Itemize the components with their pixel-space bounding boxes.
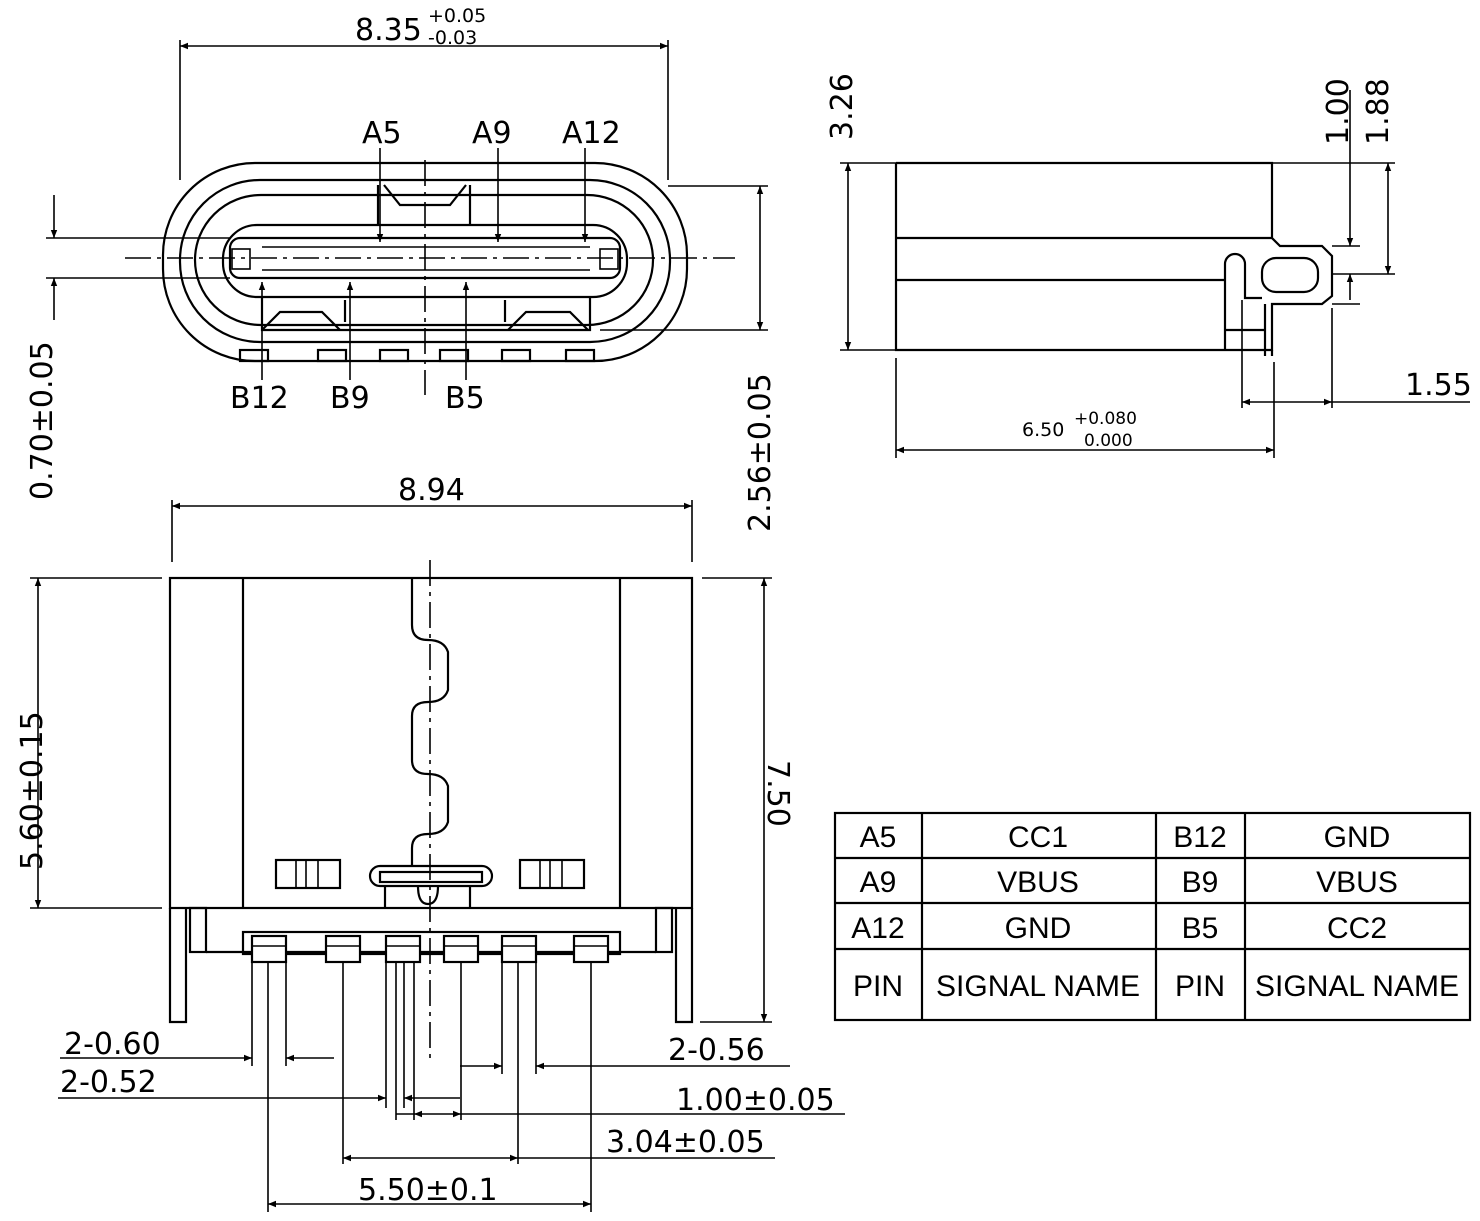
top-dim-span1: 3.04±0.05 — [606, 1125, 765, 1160]
header-signal-b: SIGNAL NAME — [1255, 970, 1459, 1003]
cell-pin-a: A9 — [860, 866, 897, 899]
side-dim-a: 1.00 — [1321, 78, 1356, 145]
cell-sig-b: VBUS — [1316, 866, 1398, 899]
front-view: 8.35 +0.05 -0.03 A5 A9 A12 B12 B9 B5 0.7… — [25, 5, 778, 532]
front-dim-right: 2.56±0.05 — [743, 373, 778, 532]
pin-label-b5: B5 — [445, 381, 485, 416]
front-dim-left: 0.70±0.05 — [25, 341, 60, 500]
side-view: 3.26 1.00 1.88 1.55 6.50 +0.080 0.000 — [825, 73, 1472, 458]
cell-sig-b: GND — [1324, 821, 1391, 854]
side-length-tol-minus: 0.000 — [1084, 431, 1133, 451]
side-length-tol-plus: +0.080 — [1074, 409, 1137, 429]
cell-pin-b: B12 — [1173, 821, 1226, 854]
cell-pin-a: A5 — [860, 821, 897, 854]
cell-sig-b: CC2 — [1327, 912, 1387, 945]
pin-label-a12: A12 — [562, 116, 621, 151]
cell-sig-a: CC1 — [1008, 821, 1068, 854]
front-width-tol-plus: +0.05 — [428, 5, 486, 27]
pin-label-b9: B9 — [330, 381, 370, 416]
pin-label-a9: A9 — [472, 116, 512, 151]
top-width: 8.94 — [398, 473, 465, 508]
front-width-tol-minus: -0.03 — [428, 27, 477, 49]
pin-label-b12: B12 — [230, 381, 289, 416]
pin-label-a5: A5 — [362, 116, 402, 151]
pin-table: A5 CC1 B12 GND A9 VBUS B9 VBUS A12 GND B… — [833, 811, 1472, 1022]
cell-pin-b: B5 — [1182, 912, 1219, 945]
table-row: A5 CC1 B12 GND — [860, 821, 1391, 854]
table-row: A9 VBUS B9 VBUS — [860, 866, 1398, 899]
front-width-nominal: 8.35 — [355, 13, 422, 48]
top-dim-pad1: 2-0.60 — [64, 1027, 161, 1062]
cell-pin-a: A12 — [851, 912, 904, 945]
side-length-nominal: 6.50 — [1022, 419, 1064, 441]
top-dim-pitch: 1.00±0.05 — [676, 1083, 835, 1118]
top-dim-pad3: 2-0.56 — [668, 1033, 765, 1068]
table-row: A12 GND B5 CC2 — [851, 912, 1387, 945]
header-pin-b: PIN — [1175, 970, 1225, 1003]
top-dim-left: 5.60±0.15 — [15, 711, 50, 870]
header-pin-a: PIN — [853, 970, 903, 1003]
cell-sig-a: GND — [1005, 912, 1072, 945]
top-dim-pad2: 2-0.52 — [60, 1065, 157, 1100]
cell-pin-b: B9 — [1182, 866, 1219, 899]
top-view: 8.94 5.60±0.15 7.50 2-0.60 2-0.52 — [15, 473, 845, 1212]
cell-sig-a: VBUS — [997, 866, 1079, 899]
top-dim-right: 7.50 — [760, 760, 795, 827]
header-signal-a: SIGNAL NAME — [936, 970, 1140, 1003]
side-dim-tab: 1.55 — [1405, 368, 1472, 403]
top-dim-span2: 5.50±0.1 — [358, 1173, 498, 1208]
side-height: 3.26 — [825, 73, 860, 140]
side-dim-b: 1.88 — [1361, 78, 1396, 145]
table-header-row: PIN SIGNAL NAME PIN SIGNAL NAME — [853, 970, 1459, 1003]
